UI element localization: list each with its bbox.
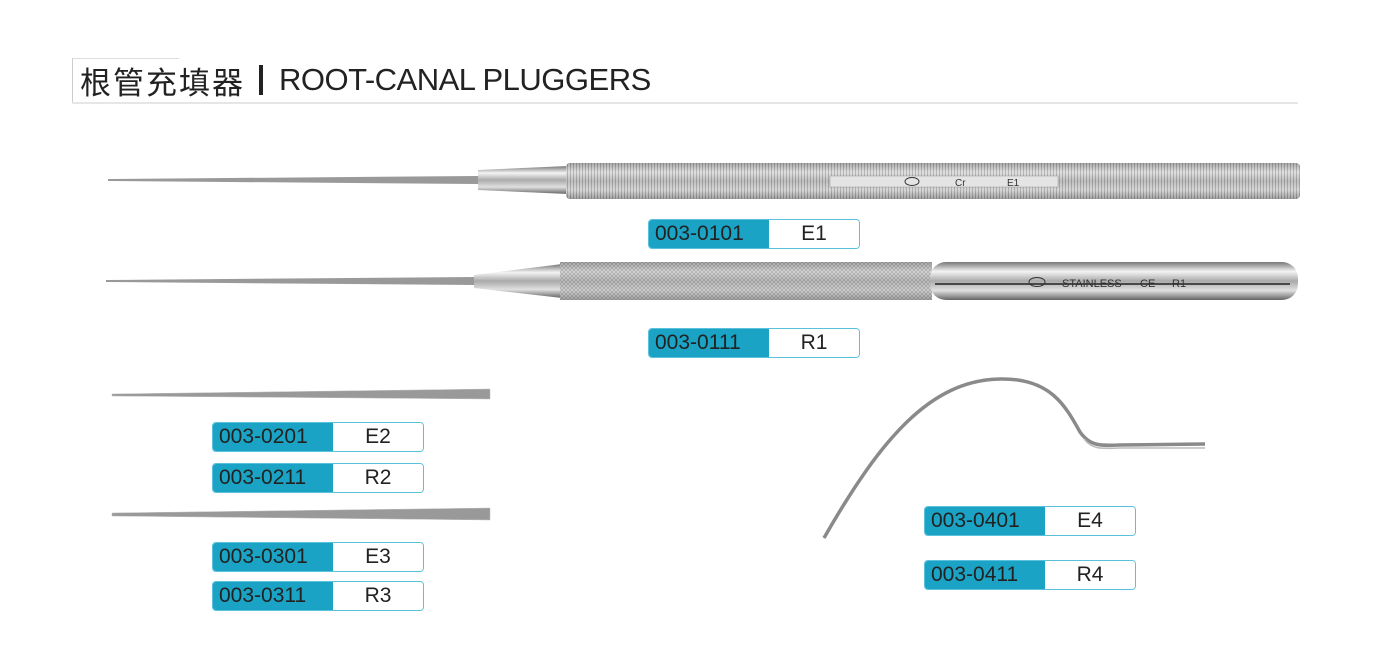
instrument-tip-3	[111, 507, 491, 521]
engraving-ce: CE	[1140, 278, 1155, 290]
instrument-r1: STAINLESS CE R1	[106, 262, 1298, 300]
product-label-003-0111: 003-0111 R1	[648, 328, 860, 358]
product-label-003-0101: 003-0101 E1	[648, 219, 860, 249]
product-model: R1	[769, 329, 859, 357]
product-model: R4	[1045, 561, 1135, 589]
product-code: 003-0411	[925, 561, 1045, 589]
engraving-e1: E1	[1007, 178, 1020, 189]
engraving-cr: Cr	[955, 178, 966, 189]
product-code: 003-0211	[213, 464, 333, 492]
product-code: 003-0111	[649, 329, 769, 357]
product-model: E3	[333, 543, 423, 571]
product-model: E4	[1045, 507, 1135, 535]
product-code: 003-0311	[213, 582, 333, 610]
product-code: 003-0101	[649, 220, 769, 248]
title-frame	[72, 58, 179, 103]
product-label-003-0411: 003-0411 R4	[924, 560, 1136, 590]
product-model: E1	[769, 220, 859, 248]
instrument-e1: Cr E1	[108, 163, 1300, 199]
product-label-003-0211: 003-0211 R2	[212, 463, 424, 493]
page-title: 根管充填器 ROOT-CANAL PLUGGERS	[72, 58, 651, 102]
product-label-003-0401: 003-0401 E4	[924, 506, 1136, 536]
product-code: 003-0301	[213, 543, 333, 571]
product-label-003-0311: 003-0311 R3	[212, 581, 424, 611]
product-model: R2	[333, 464, 423, 492]
engraving-r1: R1	[1172, 278, 1186, 290]
product-code: 003-0401	[925, 507, 1045, 535]
title-divider	[259, 65, 263, 95]
instrument-tip-2	[111, 388, 491, 400]
engraving-stainless: STAINLESS	[1062, 278, 1122, 290]
title-underline	[72, 102, 1298, 104]
product-model: E2	[333, 423, 423, 451]
product-label-003-0201: 003-0201 E2	[212, 422, 424, 452]
instrument-tip-4	[822, 377, 1206, 539]
product-model: R3	[333, 582, 423, 610]
product-label-003-0301: 003-0301 E3	[212, 542, 424, 572]
title-chinese: 根管充填器	[80, 65, 245, 102]
product-code: 003-0201	[213, 423, 333, 451]
title-english: ROOT-CANAL PLUGGERS	[279, 62, 651, 97]
